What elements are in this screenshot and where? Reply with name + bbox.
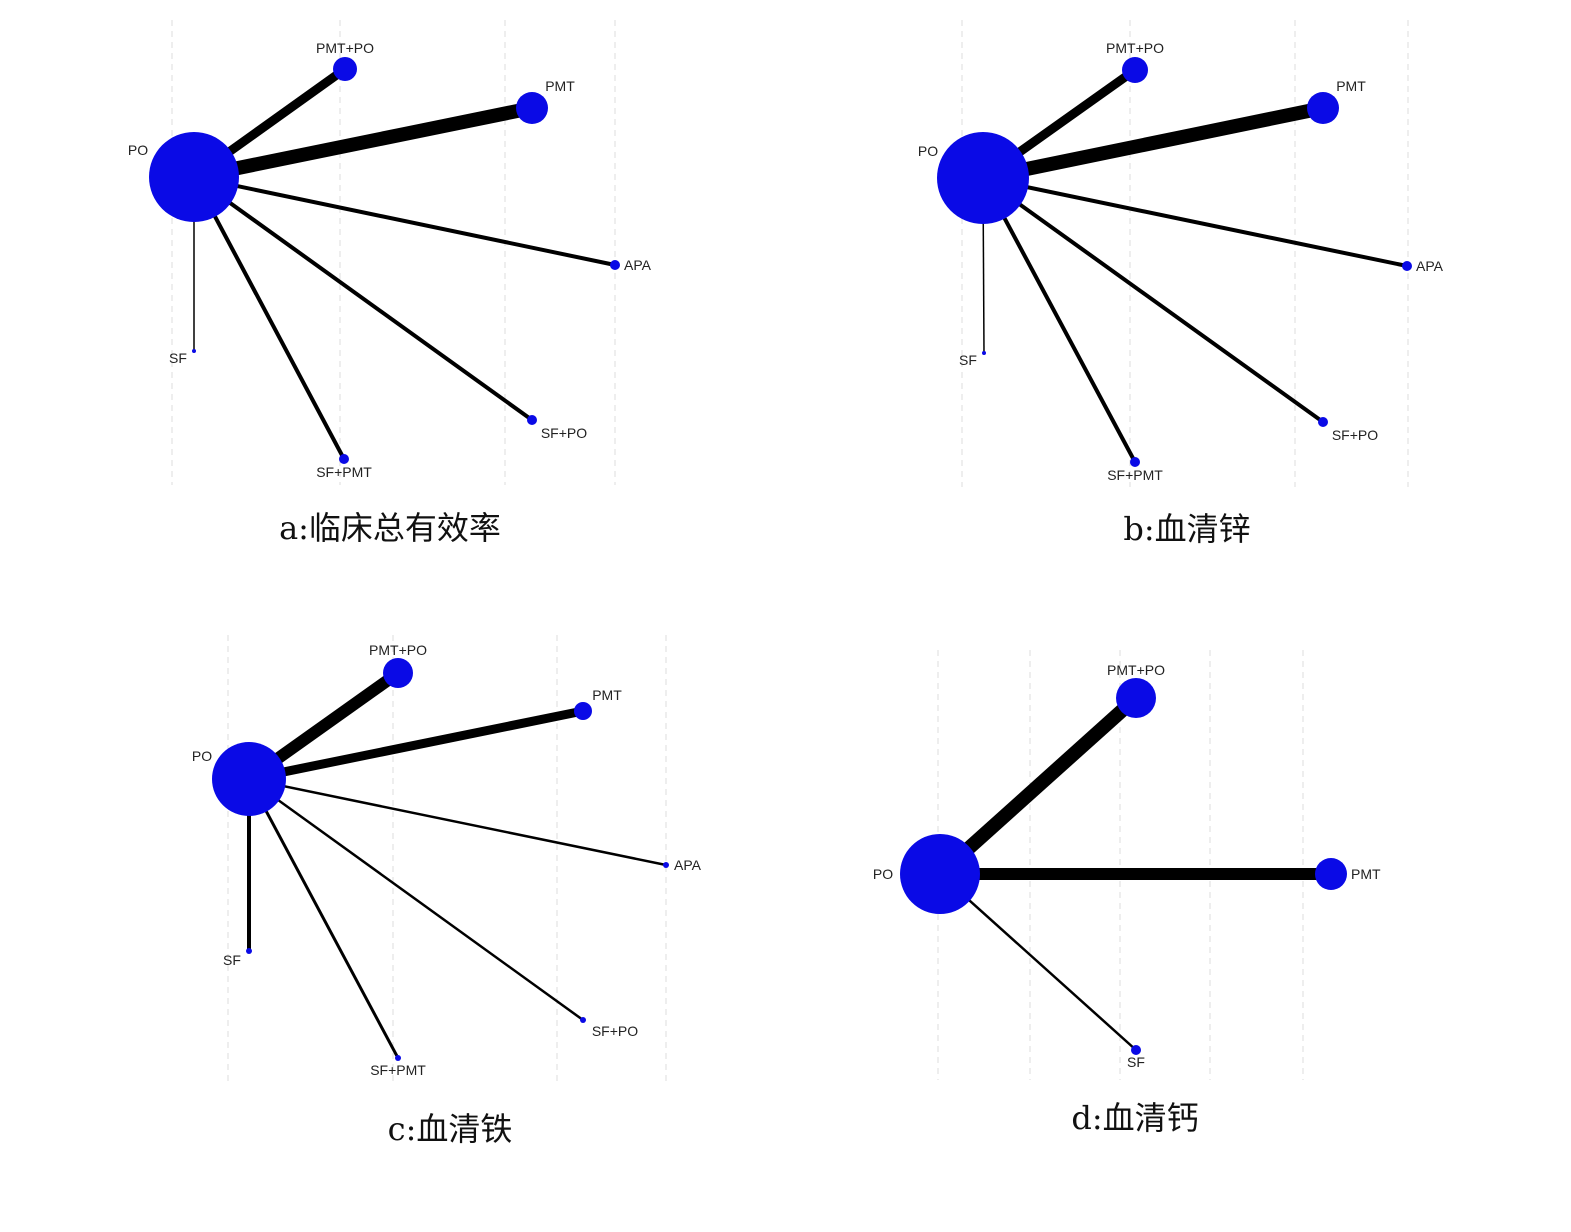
node-pmt — [1315, 858, 1347, 890]
node-label-apa: APA — [624, 257, 652, 273]
node-pmt — [574, 702, 592, 720]
node-pmt-plus-po — [1122, 57, 1148, 83]
node-sf-plus-po — [580, 1017, 586, 1023]
panel-b: PO PMT+PO PMT APA SF SF+PMT SF+PO b:血清锌 — [918, 20, 1444, 548]
node-label-pmt: PMT — [592, 687, 622, 703]
edge-po-sf-plus-po — [248, 777, 584, 1022]
node-label-sf: SF — [169, 350, 187, 366]
edge-po-pmt — [248, 706, 584, 784]
node-label-pmt-plus-po: PMT+PO — [316, 40, 374, 56]
panel-caption: a:临床总有效率 — [279, 509, 501, 547]
node-label-sf-plus-pmt: SF+PMT — [316, 464, 372, 480]
node-label-sf: SF — [1127, 1054, 1145, 1070]
node-label-pmt: PMT — [1336, 78, 1366, 94]
node-sf — [246, 948, 252, 954]
node-sf-plus-po — [1318, 417, 1328, 427]
node-sf — [982, 351, 986, 355]
edge-po-sf — [939, 873, 1137, 1051]
panel-caption: b:血清锌 — [1123, 510, 1250, 548]
node-apa — [610, 260, 620, 270]
panel-caption: d:血清钙 — [1071, 1099, 1198, 1137]
edge-po-pmt — [981, 101, 1325, 185]
node-label-pmt-plus-po: PMT+PO — [369, 642, 427, 658]
node-pmt-plus-po — [333, 57, 357, 81]
node-sf — [1131, 1045, 1141, 1055]
node-po — [900, 834, 980, 914]
edge-po-apa — [248, 777, 667, 867]
edge-po-sf-plus-pmt — [981, 177, 1137, 463]
node-sf — [192, 349, 196, 353]
node-label-sf-plus-pmt: SF+PMT — [1107, 467, 1163, 483]
node-apa — [1402, 261, 1412, 271]
edge-po-sf-plus-pmt — [192, 176, 346, 460]
node-label-sf-plus-po: SF+PO — [592, 1023, 638, 1039]
edge-po-apa — [193, 175, 616, 267]
node-label-sf-plus-pmt: SF+PMT — [370, 1062, 426, 1078]
node-pmt-plus-po — [383, 658, 413, 688]
node-apa — [663, 862, 669, 868]
node-pmt-plus-po — [1116, 678, 1156, 718]
panel-caption: c:血清铁 — [388, 1110, 513, 1148]
node-sf-plus-pmt — [339, 454, 349, 464]
node-label-apa: APA — [1416, 258, 1444, 274]
edge-po-sf-plus-pmt — [247, 778, 400, 1059]
node-po — [149, 132, 239, 222]
node-label-po: PO — [918, 143, 938, 159]
edge-po-pmt — [192, 101, 534, 184]
edge-po-pmt-plus-po — [935, 692, 1141, 880]
node-label-po: PO — [192, 748, 212, 764]
panel-c: PO PMT+PO PMT APA SF SF+PMT SF+PO c:血清铁 — [192, 635, 702, 1148]
node-po — [212, 742, 286, 816]
edge-po-apa — [982, 176, 1408, 268]
node-sf-plus-pmt — [395, 1055, 401, 1061]
node-label-pmt-plus-po: PMT+PO — [1107, 662, 1165, 678]
panel-d: PO PMT+PO PMT SF d:血清钙 — [873, 650, 1381, 1137]
node-pmt — [516, 92, 548, 124]
node-label-pmt-plus-po: PMT+PO — [1106, 40, 1164, 56]
node-sf-plus-po — [527, 415, 537, 425]
node-label-sf: SF — [223, 952, 241, 968]
node-label-sf: SF — [959, 352, 977, 368]
node-pmt — [1307, 92, 1339, 124]
panel-a: PO PMT+PO PMT APA SF SF+PMT SF+PO a:临床总有效率 — [128, 20, 652, 547]
node-label-pmt: PMT — [545, 78, 575, 94]
edge-po-sf-plus-po — [192, 175, 534, 422]
node-label-pmt: PMT — [1351, 866, 1381, 882]
node-sf-plus-pmt — [1130, 457, 1140, 467]
node-label-sf-plus-po: SF+PO — [541, 425, 587, 441]
node-label-apa: APA — [674, 857, 702, 873]
node-label-po: PO — [873, 866, 893, 882]
node-label-po: PO — [128, 142, 148, 158]
node-label-sf-plus-po: SF+PO — [1332, 427, 1378, 443]
edge-po-sf-plus-po — [981, 176, 1325, 424]
node-po — [937, 132, 1029, 224]
